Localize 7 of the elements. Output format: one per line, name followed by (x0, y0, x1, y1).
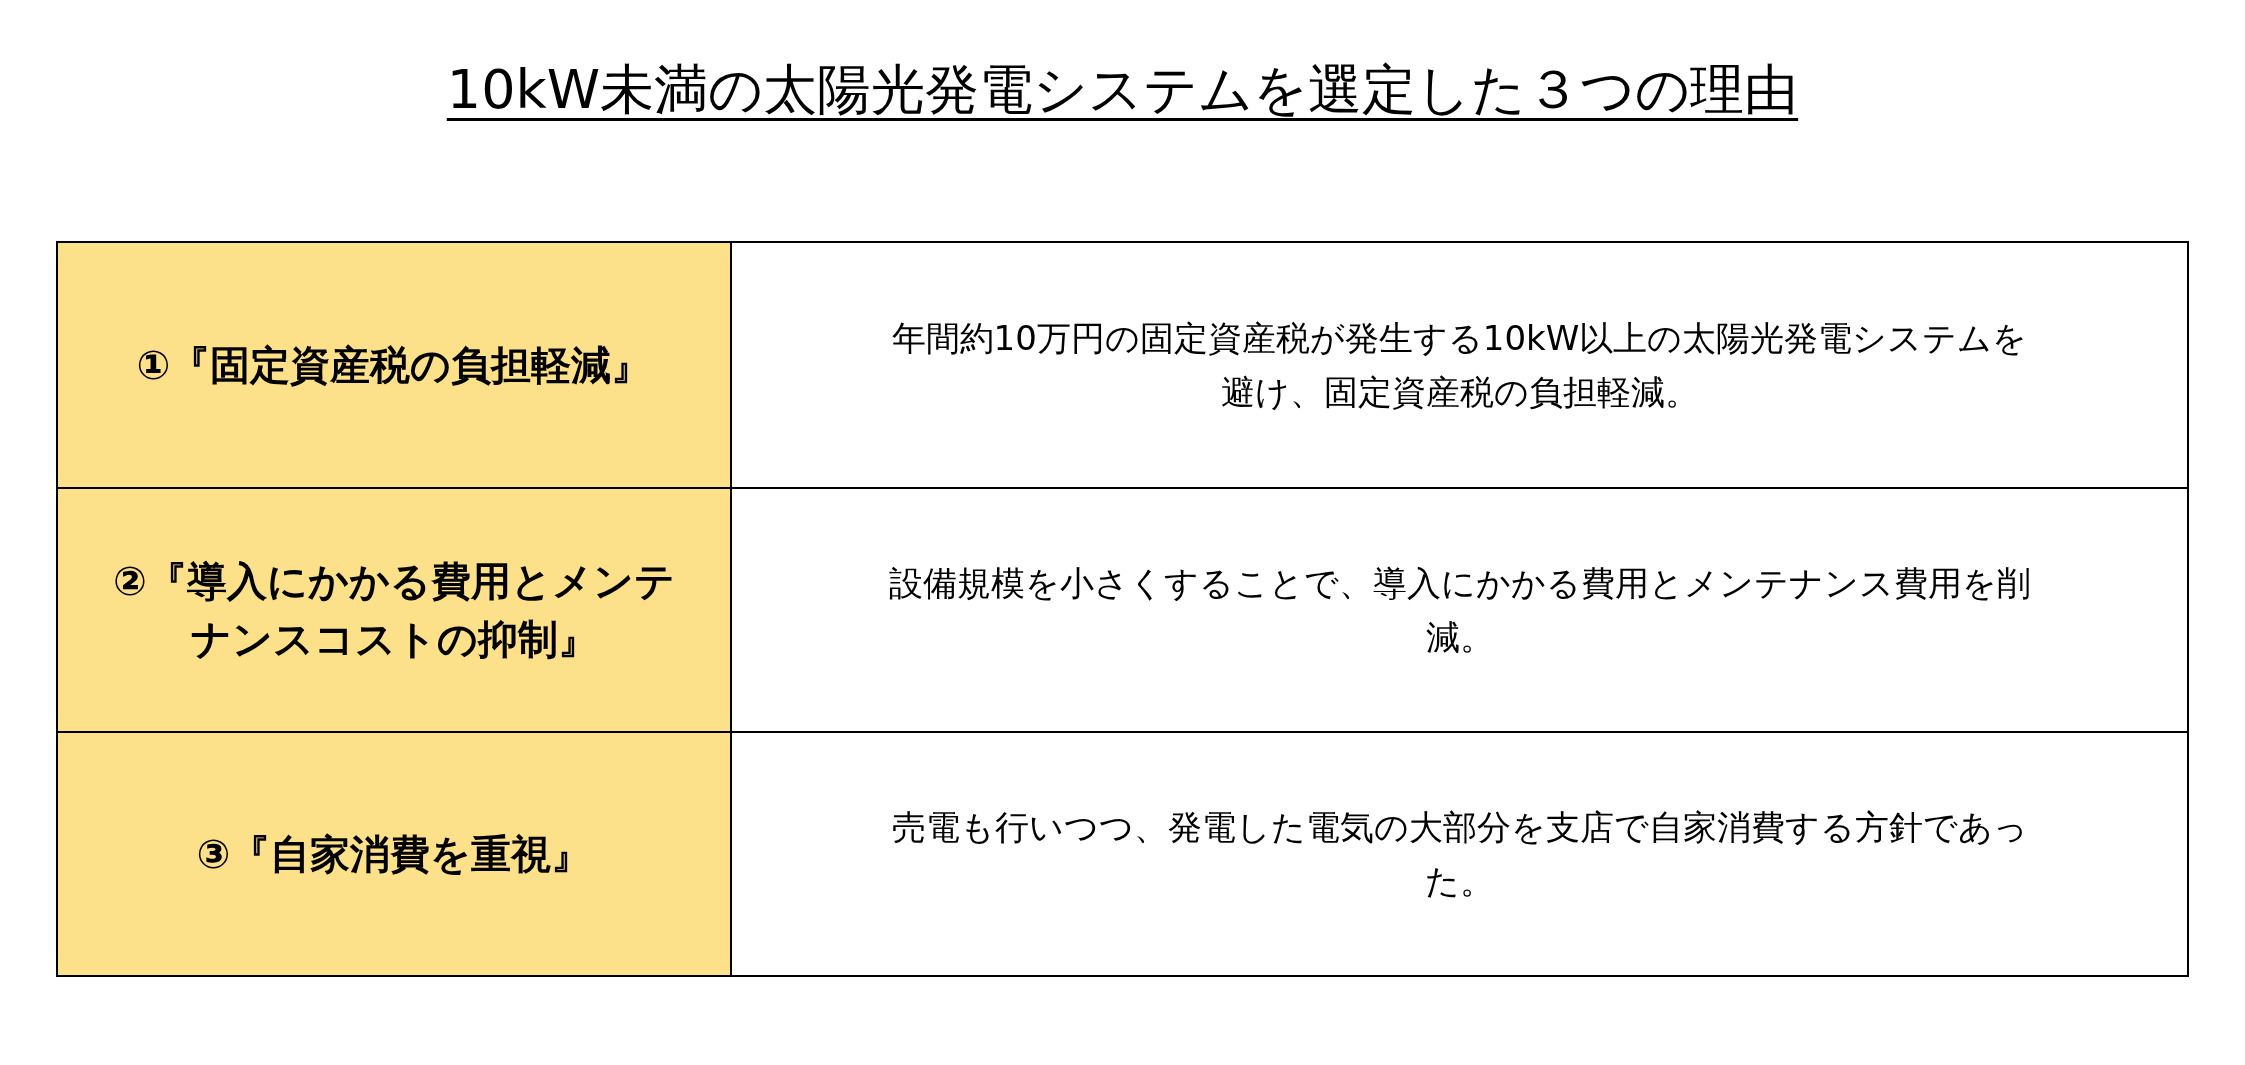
reason-heading-cell: ①『固定資産税の負担軽減』 (58, 243, 732, 487)
reason-description-cell: 設備規模を小さくすることで、導入にかかる費用とメンテナンス費用を削減。 (732, 487, 2187, 731)
reason-description-cell: 売電も行いつつ、発電した電気の大部分を支店で自家消費する方針であった。 (732, 731, 2187, 975)
diagram-title: 10kW未満の太陽光発電システムを選定した３つの理由 (446, 58, 1799, 123)
reason-description-cell-text: 年間約10万円の固定資産税が発生する10kW以上の太陽光発電システムを避け、固定資産税の負担軽減。 (890, 316, 2029, 414)
reason-heading-cell: ②『導入にかかる費用とメンテナンスコストの抑制』 (58, 487, 732, 731)
reason-heading-cell: ③『自家消費を重視』 (58, 731, 732, 975)
